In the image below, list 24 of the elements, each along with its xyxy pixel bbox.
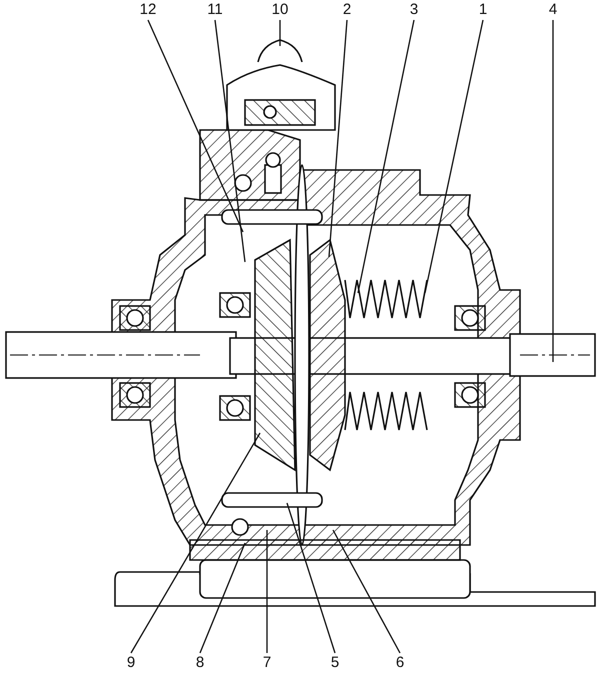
callout-number: 8 <box>196 654 204 671</box>
callout-number: 5 <box>330 654 340 671</box>
leader-line <box>130 432 261 654</box>
leader-line <box>328 20 348 258</box>
callout-number: 3 <box>410 1 418 18</box>
callout-number: 6 <box>396 654 404 671</box>
leader-line <box>214 20 246 262</box>
callout-number: 9 <box>126 654 136 671</box>
leader-line <box>552 20 554 362</box>
leader-line <box>332 530 401 654</box>
callout-number: 2 <box>342 1 352 18</box>
leader-line <box>266 530 268 653</box>
callout-number: 12 <box>140 1 156 18</box>
callout-number: 10 <box>272 1 288 18</box>
leader-line <box>279 20 281 46</box>
callout-number: 7 <box>262 654 272 671</box>
leader-line <box>357 20 415 294</box>
leader-line <box>147 20 244 232</box>
leader-line <box>199 542 246 654</box>
callout-number: 4 <box>548 1 558 18</box>
leader-line <box>424 20 484 294</box>
callout-number: 11 <box>207 1 223 18</box>
leader-line <box>286 502 336 654</box>
callout-number: 1 <box>478 1 488 18</box>
